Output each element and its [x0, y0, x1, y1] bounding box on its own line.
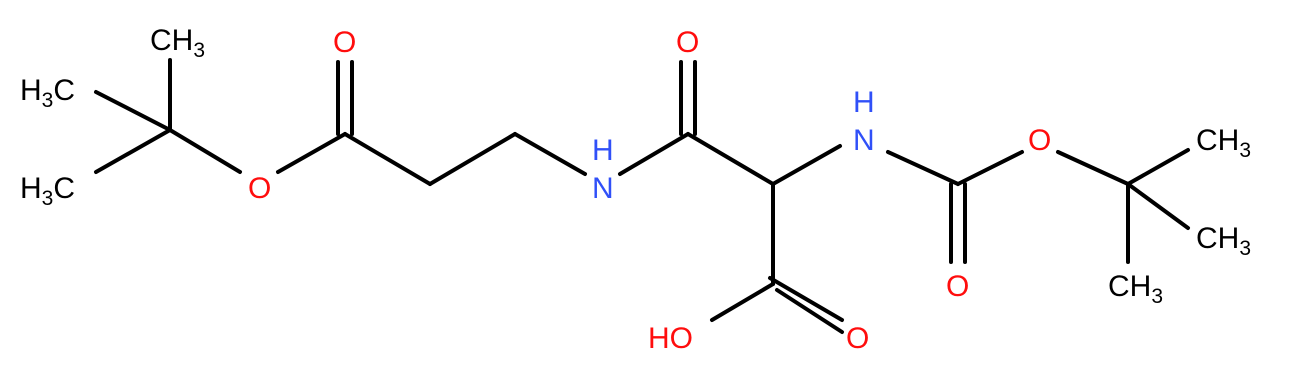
bond [710, 282, 775, 322]
bond [686, 132, 775, 186]
bond [886, 150, 960, 186]
atom-label-ch3-right-bottom: CH3 [1108, 270, 1163, 308]
bond [428, 132, 517, 186]
atom-label-o-carbamate-carbonyl: O [946, 270, 969, 303]
bond [775, 288, 844, 334]
atom-label-o-amide: O [676, 26, 699, 59]
atom-label-h-carbamate: H [853, 86, 875, 119]
atom-label-ho-acid: HO [648, 322, 693, 355]
atom-label-ch3-right-top: CH3 [1196, 124, 1251, 162]
atom-label-ch3-left-top: CH3 [150, 24, 205, 62]
bond [956, 150, 1024, 186]
atom-label-layer: CH3 H3C H3C O O H N O H N O O HO O CH3 C… [20, 24, 1251, 355]
atom-label-n-carbamate: N [853, 124, 875, 157]
bond [168, 128, 242, 174]
bond [513, 132, 587, 176]
bond [768, 276, 844, 322]
atom-label-n-amide: N [592, 172, 614, 205]
atom-label-ch3-right-mid: CH3 [1196, 222, 1251, 260]
bond [276, 132, 347, 174]
atom-label-o-ester-carbonyl: O [333, 26, 356, 59]
atom-label-o-carbamate-ether: O [1028, 124, 1051, 157]
bond [1126, 148, 1190, 186]
bond [343, 132, 432, 186]
bond [94, 128, 172, 174]
atom-label-o-acid-carbonyl: O [846, 322, 869, 355]
bond [1126, 182, 1190, 230]
bond [618, 132, 690, 176]
atom-label-o-ester: O [248, 172, 271, 205]
atom-label-h3c-left-bottom: H3C [20, 172, 75, 210]
atom-label-h3c-left-mid: H3C [20, 74, 75, 112]
bond [94, 90, 172, 132]
bond [1056, 150, 1130, 186]
bond-layer [94, 58, 1190, 334]
atom-label-h-amide: H [592, 134, 614, 167]
bond [771, 144, 842, 186]
